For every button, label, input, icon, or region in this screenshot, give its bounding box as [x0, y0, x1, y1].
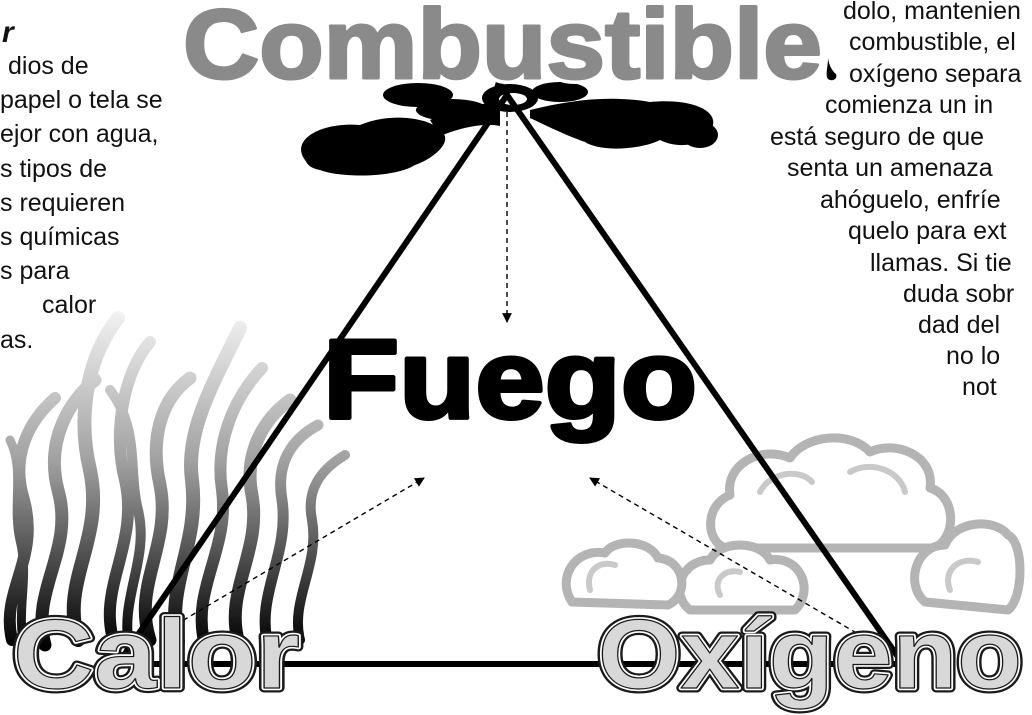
smoke-clouds: [566, 438, 1020, 610]
spill-drip-right: [827, 58, 837, 80]
right-text-line: duda sobr: [903, 280, 1014, 308]
right-text-line: ahóguelo, enfríe: [820, 186, 1001, 214]
left-text-line: s tipos de: [0, 155, 107, 183]
left-column-text: r dios de papel o tela se ejor con agua,…: [0, 16, 163, 354]
flame: [298, 455, 345, 640]
left-text-line: as.: [0, 326, 33, 354]
right-text-line: dolo, mantenien: [843, 0, 1021, 25]
left-text-line: papel o tela se: [0, 86, 163, 114]
spill-lobe: [682, 122, 718, 148]
right-text-line: llamas. Si tie: [870, 249, 1012, 277]
heat-label: Calor: [13, 599, 300, 709]
right-text-line: not: [962, 373, 997, 401]
smoke-cloud: [711, 438, 951, 548]
smoke-cloud: [566, 543, 682, 605]
right-text-line: comienza un in: [825, 91, 993, 119]
right-text-line: dad del: [918, 311, 1000, 339]
fuel-label: Combustible: [183, 0, 822, 99]
left-heading-fragment: r: [2, 16, 16, 49]
left-text-line: calor: [42, 291, 96, 319]
fire-label: Fuego: [323, 317, 697, 442]
spill-puddle-left: [301, 118, 445, 176]
right-text-line: senta un amenaza: [787, 154, 993, 182]
oxygen-label-group: Oxígeno Oxígeno Oxígeno: [598, 599, 1022, 709]
heat-label-group: Calor Calor Calor: [13, 599, 300, 709]
left-text-line: ejor con agua,: [0, 120, 158, 148]
oxygen-label: Oxígeno: [598, 599, 1022, 709]
fuel-label-group: Combustible Combustible: [183, 0, 822, 99]
left-text-line: s requieren: [0, 189, 125, 217]
right-text-line: oxígeno separa: [849, 60, 1021, 88]
left-text-line: s químicas: [0, 223, 119, 251]
right-text-line: está seguro de que: [770, 123, 984, 151]
right-text-line: combustible, el: [849, 28, 1016, 56]
left-text-line: s para: [0, 257, 70, 285]
right-text-line: quelo para ext: [848, 217, 1007, 245]
left-text-line: dios de: [8, 52, 89, 80]
right-text-line: no lo: [946, 342, 1000, 370]
